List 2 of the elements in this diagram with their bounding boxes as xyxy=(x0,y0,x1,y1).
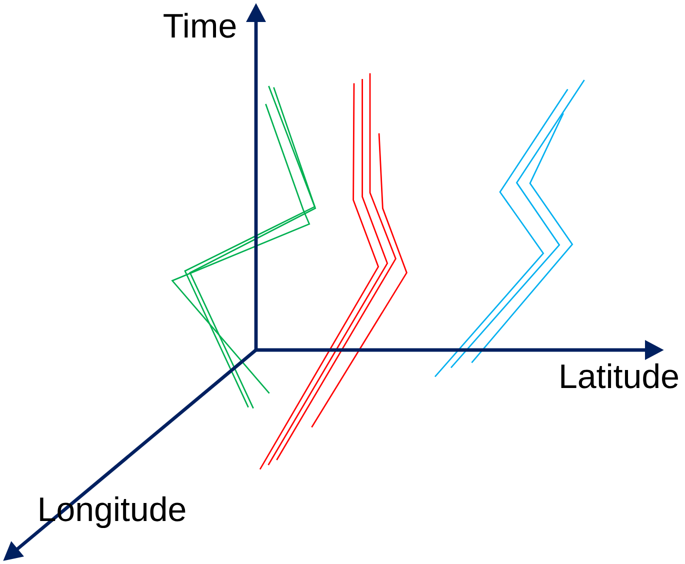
axis-label: Latitude xyxy=(561,363,678,388)
axis-label: Time xyxy=(164,12,236,38)
